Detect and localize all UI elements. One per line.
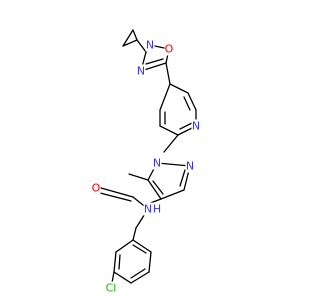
phenyl-bond-4 <box>130 271 150 284</box>
atom-label-o-oxadiazole-halo <box>164 42 174 56</box>
atom-label-n-oxadiazole: N <box>146 39 154 52</box>
atom-label-chlorine: Cl <box>106 282 117 295</box>
pyrazole-bond-c4-c3 <box>160 189 185 200</box>
atom-label-n-oxadiazole-lower-halo <box>136 64 146 78</box>
phenyl-bond-4-inner <box>130 268 146 279</box>
phenyl-bond-2-inner <box>118 254 121 270</box>
atom-label-n2-pyrazole: N <box>186 160 194 173</box>
cyclopropyl-bond-1 <box>122 39 138 47</box>
phenyl-bond-6-inner <box>132 244 147 254</box>
pyrazole-bond-n1-n2 <box>156 162 191 167</box>
pyridine-bond-2-inner <box>183 96 191 111</box>
atom-label-n-pyridine: N <box>192 120 200 133</box>
atom-label-n-oxadiazole-lower: N <box>137 65 145 78</box>
atom-label-h-amide-halo <box>152 202 162 216</box>
atom-label-n2-pyrazole-halo <box>185 159 195 173</box>
cyclopropyl-bond-2 <box>122 29 134 47</box>
phenyl-bond-3 <box>113 271 132 284</box>
pyridine-bond-2 <box>187 92 197 111</box>
phenyl-bond-6 <box>132 239 152 253</box>
atom-label-h-amide: H <box>153 203 161 216</box>
carbonyl-bond-outer <box>100 187 134 198</box>
atom-label-layer: N O N N N N O N H Cl <box>92 39 200 295</box>
ch2-to-ring-bond <box>132 227 137 241</box>
atom-label-n1-pyrazole: N <box>153 157 161 170</box>
atom-label-n-oxadiazole-halo <box>145 38 155 52</box>
atom-label-n1-pyrazole-halo <box>152 156 162 170</box>
pyridine-bond-1 <box>169 83 189 94</box>
atom-label-n-amide-halo <box>143 202 153 216</box>
atom-label-n-pyridine-halo <box>191 119 201 133</box>
atom-label-o-carbonyl: O <box>92 182 101 195</box>
pyridine-bond-4-inner <box>179 122 193 130</box>
oxadiazole-bond-c5-n4-inner <box>145 58 164 65</box>
carbonyl-bond-inner <box>99 192 132 202</box>
pyrazole-bond-c5-c4-inner <box>152 180 164 195</box>
pyrazole-bond-c3-n2-inner <box>179 169 186 187</box>
chemical-structure-diagram: N O N N N N O N H Cl <box>91 29 201 295</box>
oxadiazole-to-pyridine-bond <box>165 62 171 85</box>
cyclopropyl-to-oxadiazole-bond <box>136 39 147 53</box>
atom-label-o-oxadiazole: O <box>165 43 174 56</box>
atom-label-n-amide: N <box>144 203 152 216</box>
bond-layer <box>99 29 197 289</box>
label-halo-layer <box>91 38 201 295</box>
pyrazole-bond-c5-c4 <box>147 179 162 200</box>
atom-label-chlorine-halo <box>104 281 118 295</box>
methyl-bond <box>128 173 149 181</box>
pyridine-bond-7 <box>159 83 171 111</box>
phenyl-bond-1 <box>115 239 134 253</box>
cyclopropyl-bond-3 <box>132 29 138 41</box>
pyridine-to-pyrazole-bond <box>163 134 179 153</box>
atom-label-o-carbonyl-halo <box>91 181 101 195</box>
phenyl-bond-5 <box>148 251 152 273</box>
pyridine-bond-5 <box>159 125 179 136</box>
phenyl-bond-2 <box>113 251 117 273</box>
